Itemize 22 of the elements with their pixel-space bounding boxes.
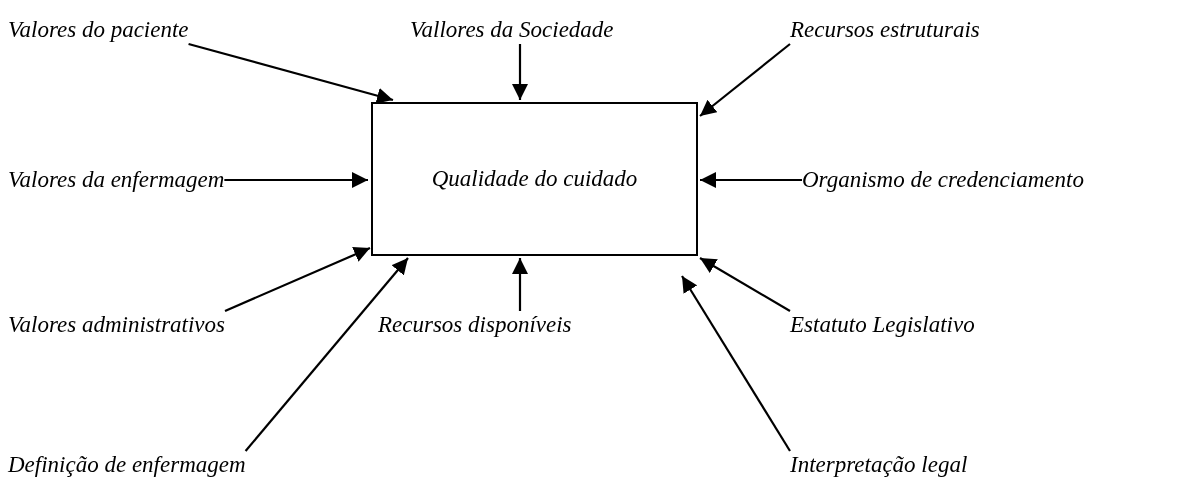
arrow — [244, 257, 409, 452]
arrow — [700, 172, 802, 188]
factor-label: Estatuto Legislativo — [790, 311, 975, 339]
factor-label: Valores da enfermagem — [8, 166, 225, 194]
arrow — [699, 43, 791, 117]
factor-label: Valores do paciente — [8, 16, 189, 44]
factor-label: Recursos estruturais — [790, 16, 980, 44]
factor-label: Valores administrativos — [8, 311, 226, 339]
factor-label: Interpretação legal — [790, 451, 968, 479]
factor-label: Vallores da Sociedade — [410, 16, 614, 44]
factor-label: Organismo de credenciamento — [802, 166, 1084, 194]
factor-label: Recursos disponíveis — [378, 311, 572, 339]
arrow — [224, 247, 371, 312]
arrow — [224, 172, 368, 188]
factor-label: Definição de enfermagem — [8, 451, 246, 479]
arrow — [512, 44, 528, 100]
arrow — [188, 42, 394, 104]
arrow — [699, 257, 791, 312]
process-box — [371, 102, 698, 256]
arrow — [681, 275, 791, 452]
box-label: Qualidade do cuidado — [431, 165, 638, 193]
arrow — [512, 258, 528, 311]
